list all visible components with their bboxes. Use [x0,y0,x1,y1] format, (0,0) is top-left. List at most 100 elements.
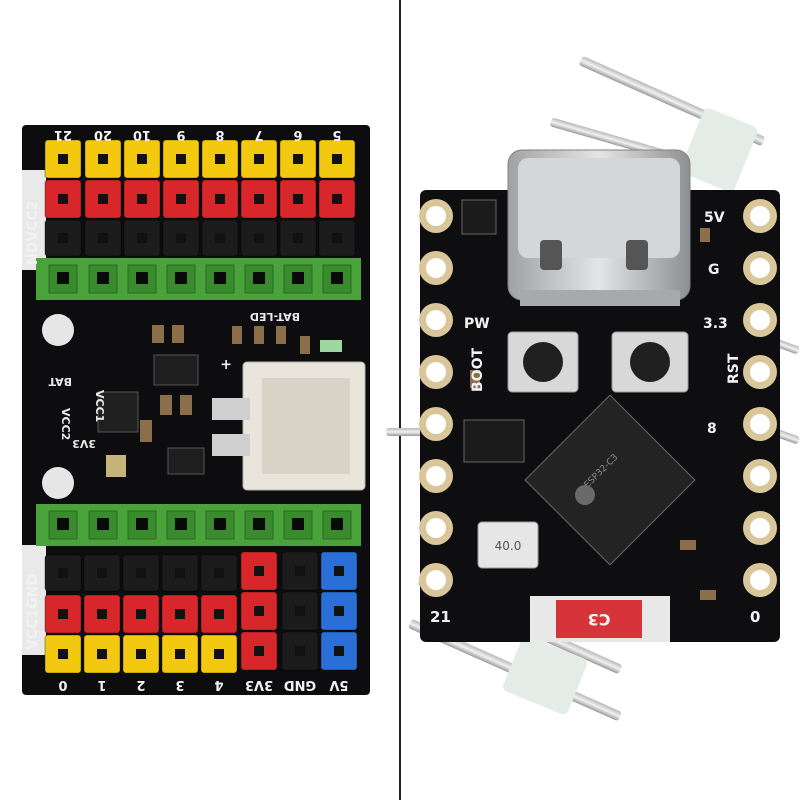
label-0: 0 [750,608,760,626]
header-pin [201,219,239,257]
boot-button [507,331,579,393]
label-g: G [708,262,720,278]
header-pin [161,554,199,592]
power-labels: 3V3 GND 5V [245,677,349,692]
header-pin [318,139,356,179]
header-pin [200,634,238,674]
header-pin [83,634,121,674]
header-pin [240,139,278,179]
header-pin [318,179,356,219]
header-pin [281,591,319,631]
silk-bat-led: BAT-LED [250,310,300,323]
smd-components [461,199,716,600]
header-pin [201,139,239,179]
header-pin [279,219,317,257]
header-pin [200,554,238,592]
pin-label: 4 [214,677,223,692]
label-rst: RST [726,353,742,384]
usb-c-connector [507,149,691,306]
esp32-c3-chip: ESP32-C3 [524,394,696,566]
header-pin [84,179,122,219]
pin-label: GND [284,677,317,692]
castellated-pad [419,511,453,545]
castellated-pad [419,459,453,493]
header-pin [122,594,160,634]
header-pin [320,591,358,631]
header-pin [123,139,161,179]
label-21: 21 [430,608,451,626]
header-pin [240,179,278,219]
reset-button [611,331,689,393]
castellated-pad [743,563,777,597]
header-pin [200,594,238,634]
header-pin [83,594,121,634]
header-pin [240,591,278,631]
header-pin [44,634,82,674]
castellated-pad [419,407,453,441]
pin-label: 3V3 [245,677,273,692]
header-pin [123,219,161,257]
battery-connector [212,361,366,491]
pin-label: 20 [94,127,112,142]
header-pin [240,551,278,591]
header-pin [240,631,278,671]
mount-hole [42,467,74,499]
header-pin [123,179,161,219]
crystal: 40.0 [477,521,539,569]
silk-bat: BAT [48,375,72,388]
castellated-pad [419,199,453,233]
screw-terminal-block [36,504,361,546]
header-pin [84,219,122,257]
castellated-pad [743,511,777,545]
pin-label: 21 [54,127,72,142]
header-pin [44,594,82,634]
label-5v: 5V [704,210,725,226]
mount-hole [42,314,74,346]
header-pin [44,554,82,592]
castellated-pad [743,459,777,493]
silk-vcc2: VCC2 [59,408,72,440]
screw-terminal-block [36,258,361,300]
castellated-pad [419,355,453,389]
label-vcc1gnd: VCC1GND [25,574,41,650]
pin-label: 1 [97,677,106,692]
header-pin [122,634,160,674]
pin-label: 2 [136,677,145,692]
castellated-pad [419,303,453,337]
header-pin [161,634,199,674]
left-expansion-board: NDVCC2 VCC1GND BAT-LED BAT VCC2 VCC1 3V3… [22,125,370,695]
header-pin [320,631,358,671]
castellated-pad [743,355,777,389]
header-pin [162,139,200,179]
header-pin [281,631,319,671]
label-ndvcc2: NDVCC2 [25,201,41,265]
castellated-pad [419,563,453,597]
left-header-rows [36,139,361,674]
header-pin [240,219,278,257]
right-esp32-board: ESP32-C3 40.0 C3 5V G 3.3 RST 8 PW [386,56,800,721]
header-pin [83,554,121,592]
pin-label: 0 [58,677,67,692]
pin-label: 5V [329,677,348,692]
header-pin [201,179,239,219]
header-pin [318,219,356,257]
header-pin [162,219,200,257]
pin-label: 7 [254,127,263,142]
pin-label: 6 [293,127,302,142]
header-pin [44,219,82,257]
crystal-label: 40.0 [495,539,522,553]
silk-3v3: 3V3 [72,437,96,450]
ceramic-antenna: C3 [530,596,670,642]
smd-components [97,325,342,477]
castellated-pad [743,199,777,233]
pin-label: 5 [332,127,341,142]
header-pin [162,179,200,219]
pin-label: 8 [215,127,224,142]
pin-label: 10 [133,127,151,142]
header-pin [44,179,82,219]
label-8: 8 [707,421,717,437]
header-pin [161,594,199,634]
